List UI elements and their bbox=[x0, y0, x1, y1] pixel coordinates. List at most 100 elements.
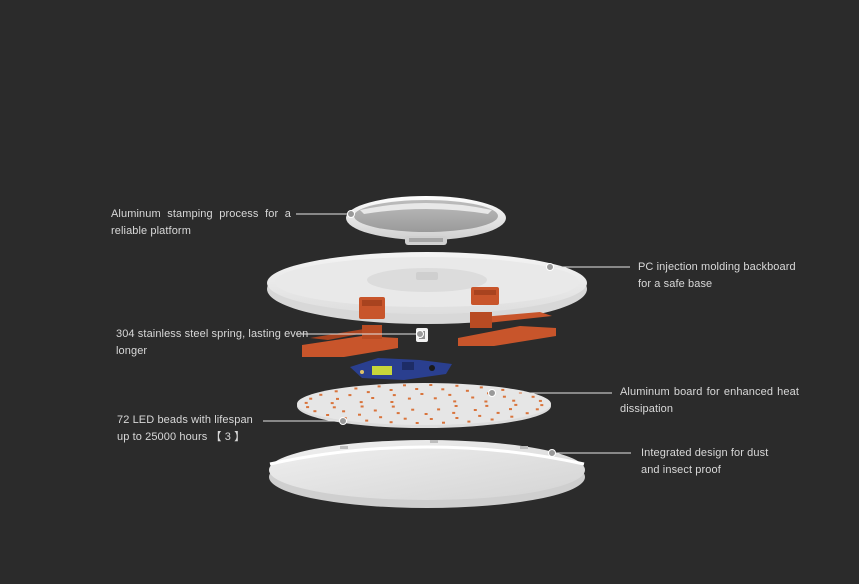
led-bead bbox=[326, 414, 330, 416]
callout-board-line-1: Aluminum board for enhanced heat bbox=[620, 386, 799, 398]
led-bead bbox=[501, 388, 505, 391]
leader-dot-backboard bbox=[546, 263, 554, 271]
led-bead bbox=[514, 403, 518, 406]
callout-stamping-line-2: reliable platform bbox=[111, 225, 191, 237]
leader-dot-leds bbox=[339, 417, 347, 425]
led-bead bbox=[429, 418, 433, 420]
leader-dot-spring bbox=[416, 330, 424, 338]
callout-integrated: Integrated design for dust and insect pr… bbox=[641, 445, 768, 479]
led-bead bbox=[448, 393, 452, 396]
led-bead bbox=[319, 393, 323, 396]
led-bead bbox=[420, 393, 424, 395]
led-bead bbox=[525, 412, 529, 415]
led-bead bbox=[485, 404, 489, 407]
led-bead bbox=[473, 409, 477, 411]
diffuser-cover bbox=[269, 440, 585, 508]
callout-leds: 72 LED beads with lifespan up to 25000 h… bbox=[117, 412, 253, 446]
led-bead bbox=[442, 421, 445, 424]
led-bead bbox=[467, 420, 471, 423]
led-bead bbox=[415, 422, 419, 424]
led-bead bbox=[502, 395, 506, 398]
led-bead bbox=[403, 417, 407, 420]
callout-backboard-line-1: PC injection molding backboard bbox=[638, 261, 796, 273]
led-bead bbox=[510, 415, 514, 418]
led-bead bbox=[392, 394, 396, 397]
led-bead bbox=[342, 410, 346, 413]
led-bead bbox=[538, 399, 542, 402]
aluminum-led-board bbox=[297, 383, 551, 428]
callout-backboard: PC injection molding backboard for a saf… bbox=[638, 259, 796, 293]
led-bead bbox=[479, 386, 483, 389]
led-bead bbox=[437, 408, 441, 411]
led-bead bbox=[415, 388, 419, 390]
led-bead bbox=[334, 390, 338, 393]
led-bead bbox=[354, 387, 358, 390]
callout-spring: 304 stainless steel spring, lasting even… bbox=[116, 326, 308, 360]
leader-dot-integrated bbox=[548, 449, 556, 457]
led-bead bbox=[359, 401, 363, 404]
led-bead bbox=[379, 416, 383, 419]
leader-dot-board bbox=[488, 389, 496, 397]
callout-board: Aluminum board for enhanced heat dissipa… bbox=[620, 384, 799, 418]
led-bead bbox=[452, 411, 456, 414]
callout-backboard-line-2: for a safe base bbox=[638, 278, 713, 290]
led-bead bbox=[403, 384, 406, 387]
callout-stamping: Aluminum stamping process for a reliable… bbox=[111, 206, 291, 240]
led-bead bbox=[441, 388, 445, 391]
led-bead bbox=[512, 399, 516, 402]
led-bead bbox=[396, 412, 400, 415]
led-bead bbox=[390, 401, 394, 403]
led-bead bbox=[373, 409, 377, 412]
led-bead bbox=[433, 397, 437, 400]
led-bead bbox=[531, 395, 535, 398]
led-bead bbox=[348, 394, 352, 397]
led-bead bbox=[454, 405, 458, 407]
callout-integrated-line-1: Integrated design for dust bbox=[641, 447, 769, 459]
led-bead bbox=[366, 391, 370, 394]
led-bead bbox=[453, 400, 457, 403]
led-bead bbox=[478, 414, 482, 417]
led-bead bbox=[313, 410, 317, 413]
leader-dot-stamping bbox=[347, 210, 355, 218]
led-bead bbox=[429, 384, 433, 386]
led-bead bbox=[407, 397, 411, 400]
led-bead bbox=[306, 406, 310, 409]
led-bead bbox=[391, 405, 395, 408]
callout-stamping-line-1: Aluminum stamping process for a bbox=[111, 208, 291, 220]
led-bead bbox=[332, 406, 336, 409]
led-bead bbox=[389, 389, 393, 391]
callout-spring-line-2: longer bbox=[116, 345, 148, 357]
led-bead bbox=[304, 401, 308, 404]
callout-integrated-line-2: and insect proof bbox=[641, 464, 721, 476]
driver-pcb bbox=[350, 358, 452, 380]
led-bead bbox=[540, 404, 544, 407]
pc-backboard bbox=[267, 252, 587, 324]
led-bead bbox=[411, 408, 415, 411]
led-bead bbox=[365, 419, 369, 422]
callout-leds-line-1: 72 LED beads with lifespan bbox=[117, 414, 253, 426]
aluminum-stamping-ring bbox=[346, 196, 506, 245]
led-bead bbox=[309, 397, 313, 400]
led-bead bbox=[389, 421, 393, 424]
led-bead bbox=[535, 408, 539, 411]
led-bead bbox=[465, 389, 469, 392]
leader-dots bbox=[339, 210, 556, 457]
led-bead bbox=[484, 400, 488, 403]
led-bead bbox=[358, 413, 361, 416]
led-beads bbox=[304, 384, 544, 424]
led-bead bbox=[509, 408, 512, 411]
led-bead bbox=[424, 413, 428, 415]
led-bead bbox=[377, 385, 381, 388]
led-bead bbox=[455, 417, 459, 419]
led-bead bbox=[496, 411, 500, 414]
led-bead bbox=[371, 397, 375, 399]
led-bead bbox=[360, 405, 364, 408]
callout-board-line-2: dissipation bbox=[620, 403, 674, 415]
led-bead bbox=[490, 418, 494, 421]
led-bead bbox=[330, 402, 334, 405]
led-bead bbox=[471, 396, 475, 399]
led-bead bbox=[336, 397, 339, 400]
led-bead bbox=[455, 384, 459, 387]
callout-spring-line-1: 304 stainless steel spring, lasting even bbox=[116, 328, 309, 340]
